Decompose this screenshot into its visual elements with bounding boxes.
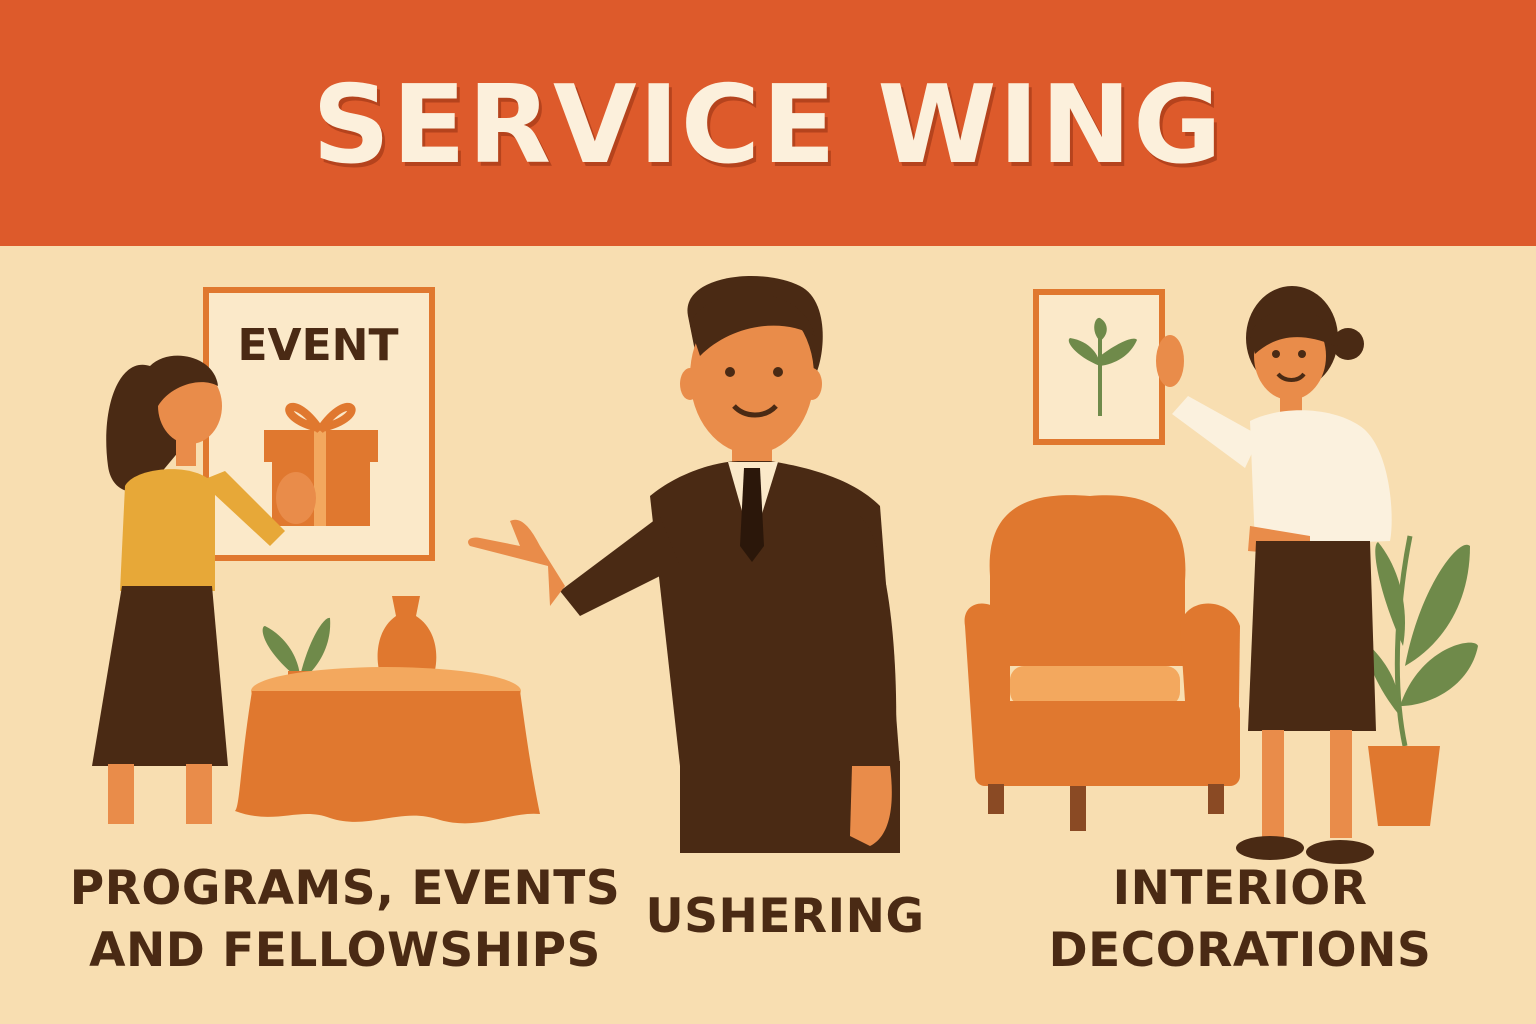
wall-picture: [1033, 289, 1165, 445]
caption-interior: INTERIOR DECORATIONS: [1048, 861, 1432, 978]
caption-ushering: USHERING: [645, 889, 925, 944]
header-banner: SERVICE WING: [0, 0, 1536, 246]
poster-label: EVENT: [237, 320, 399, 371]
potted-plant: [1365, 535, 1478, 826]
illustration-scene: EVENT PROGRAMS, EVENTS AND FELLOWSHIPS U…: [0, 246, 1536, 1024]
woman-programs: [92, 355, 316, 824]
illustration: [92, 276, 1478, 864]
armchair: [964, 495, 1240, 831]
page-title: SERVICE WING: [312, 62, 1224, 188]
woman-decorating: [1156, 286, 1392, 864]
caption-programs: PROGRAMS, EVENTS AND FELLOWSHIPS: [69, 861, 621, 978]
usher-man: [468, 276, 900, 853]
table-with-vase: [235, 596, 540, 824]
